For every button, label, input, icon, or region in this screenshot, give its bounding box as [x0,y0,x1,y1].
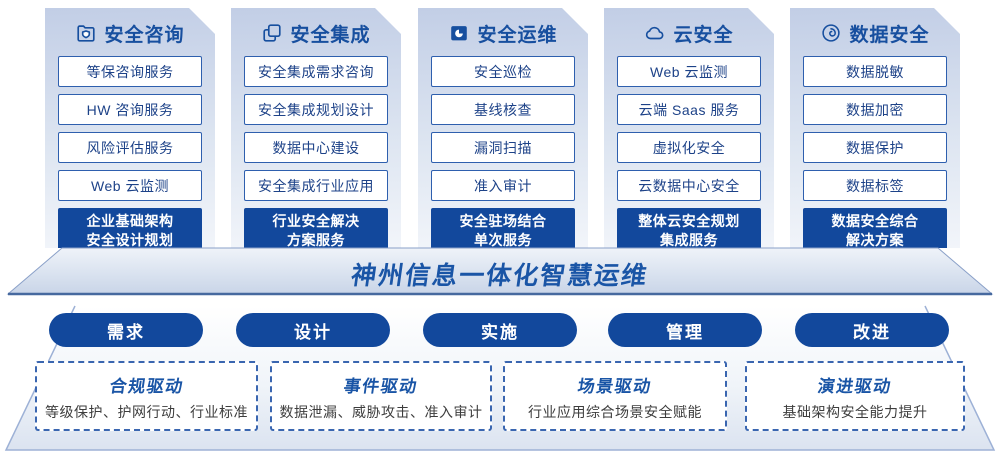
highlight-service-line: 方案服务 [287,232,345,248]
process-pill: 管理 [608,313,762,347]
service-item: 安全集成行业应用 [244,170,388,201]
highlight-service: 企业基础架构安全设计规划 [58,208,202,254]
service-item-list: Web 云监测云端 Saas 服务虚拟化安全云数据中心安全 [604,46,774,201]
highlight-service-line: 整体云安全规划 [638,213,740,230]
driver-box: 演进驱动基础架构安全能力提升 [745,361,965,431]
service-item: Web 云监测 [617,56,761,87]
service-item: 安全集成规划设计 [244,94,388,125]
highlight-service-line: 安全设计规划 [86,232,174,248]
service-item: 云端 Saas 服务 [617,94,761,125]
highlight-service-line: 行业安全解决 [272,213,360,230]
column-title: 安全咨询 [104,24,185,46]
driver-description: 等级保护、护网行动、行业标准 [45,404,248,420]
service-column: 安全运维安全巡检基线核查漏洞扫描准入审计安全驻场结合单次服务 [418,8,588,248]
service-item: 数据加密 [803,94,947,125]
highlight-service: 行业安全解决方案服务 [244,208,388,254]
service-item: 基线核查 [431,94,575,125]
service-item: 虚拟化安全 [617,132,761,163]
highlight-service-line: 单次服务 [474,232,532,248]
column-title: 安全集成 [290,24,371,46]
service-item: 数据脱敏 [803,56,947,87]
cloud-icon [644,22,666,44]
highlight-service-line: 集成服务 [660,232,718,248]
service-column: 安全集成安全集成需求咨询安全集成规划设计数据中心建设安全集成行业应用行业安全解决… [231,8,401,248]
service-item: 漏洞扫描 [431,132,575,163]
highlight-service: 安全驻场结合单次服务 [431,208,575,254]
banner-band-shape [6,247,994,296]
pie-folder-icon [448,22,470,44]
column-header: 安全咨询 [45,20,215,46]
process-pill: 实施 [423,313,577,347]
driver-title: 场景驱动 [576,377,654,396]
process-pill: 改进 [795,313,949,347]
service-item-list: 等保咨询服务 HW 咨询服务风险评估服务 Web 云监测 [45,46,215,201]
fingerprint-icon [820,22,842,44]
driver-title: 事件驱动 [342,377,420,396]
column-title: 数据安全 [849,24,930,46]
service-column: 数据安全数据脱敏数据加密数据保护数据标签数据安全综合解决方案 [790,8,960,248]
highlight-service: 整体云安全规划集成服务 [617,208,761,254]
service-item: Web 云监测 [58,170,202,201]
service-column: 安全咨询等保咨询服务 HW 咨询服务风险评估服务 Web 云监测企业基础架构安全设计… [45,8,215,248]
service-item: 安全巡检 [431,56,575,87]
copy-docs-icon [261,22,283,44]
service-item: 等保咨询服务 [58,56,202,87]
driver-title: 演进驱动 [816,377,894,396]
column-header: 云安全 [604,20,774,46]
service-item: 准入审计 [431,170,575,201]
folder-shield-icon [75,22,97,44]
driver-description: 行业应用综合场景安全赋能 [528,404,702,420]
banner-title: 神州信息一体化智慧运维 [349,262,651,290]
column-header: 数据安全 [790,20,960,46]
column-header: 安全运维 [418,20,588,46]
driver-description: 基础架构安全能力提升 [782,404,928,420]
highlight-service: 数据安全综合解决方案 [803,208,947,254]
driver-description: 数据泄漏、威胁攻击、准入审计 [279,404,483,420]
service-item: 数据中心建设 [244,132,388,163]
driver-box: 场景驱动行业应用综合场景安全赋能 [503,361,727,431]
driver-box: 事件驱动数据泄漏、威胁攻击、准入审计 [270,361,492,431]
process-pill: 设计 [236,313,390,347]
highlight-service-line: 解决方案 [846,232,904,248]
service-item: 数据保护 [803,132,947,163]
service-item: HW 咨询服务 [58,94,202,125]
service-item: 安全集成需求咨询 [244,56,388,87]
column-header: 安全集成 [231,20,401,46]
highlight-service-line: 企业基础架构 [86,213,174,230]
service-item: 风险评估服务 [58,132,202,163]
driver-title: 合规驱动 [107,377,185,396]
driver-box: 合规驱动等级保护、护网行动、行业标准 [35,361,258,431]
highlight-service-line: 数据安全综合 [831,213,919,230]
service-item-list: 安全巡检基线核查漏洞扫描准入审计 [418,46,588,201]
column-title: 安全运维 [477,24,558,46]
service-item: 数据标签 [803,170,947,201]
column-title: 云安全 [673,24,734,46]
process-pill: 需求 [49,313,203,347]
service-item-list: 安全集成需求咨询安全集成规划设计数据中心建设安全集成行业应用 [231,46,401,201]
service-item-list: 数据脱敏数据加密数据保护数据标签 [790,46,960,201]
highlight-service-line: 安全驻场结合 [459,213,547,230]
service-item: 云数据中心安全 [617,170,761,201]
